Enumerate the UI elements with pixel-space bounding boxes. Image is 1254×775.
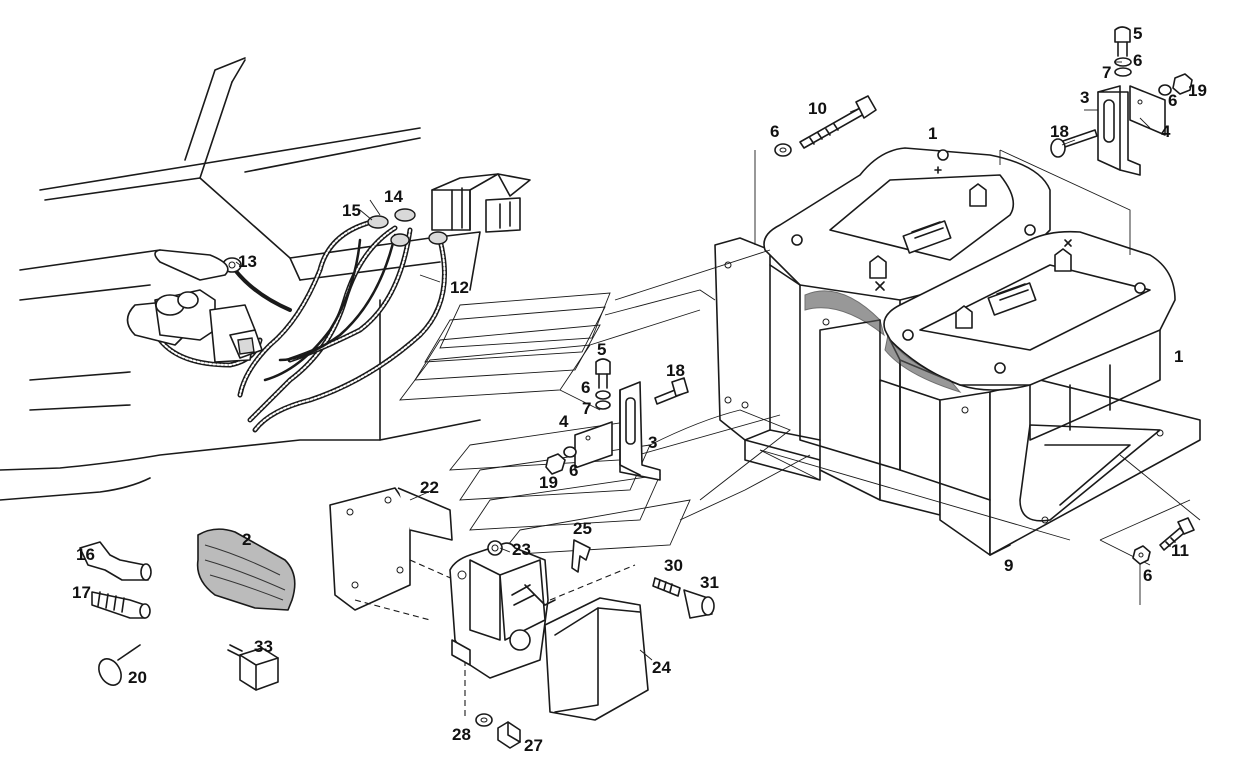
nut-6-bottom [1132, 545, 1151, 565]
callout-33: 33 [254, 637, 273, 656]
callout-31: 31 [700, 573, 719, 592]
callout-6: 6 [1143, 566, 1152, 585]
assembly-guide-lines [409, 559, 456, 581]
assembly-guide-lines [549, 564, 636, 601]
stud-30 [652, 577, 681, 597]
battery-gasket [804, 290, 885, 337]
callout-25: 25 [573, 519, 592, 538]
callout-3: 3 [648, 433, 657, 452]
battery-main-switch-23 [449, 540, 556, 679]
cable-tie-20 [98, 644, 141, 686]
battery-tray [714, 237, 1201, 556]
callout-10: 10 [808, 99, 827, 118]
callout-9: 9 [1004, 556, 1013, 575]
vehicle-frame [0, 57, 531, 501]
callout-7: 7 [582, 399, 591, 418]
callout-17: 17 [72, 583, 91, 602]
callout-3: 3 [1080, 88, 1089, 107]
callout-5: 5 [597, 340, 606, 359]
insulating-cover-2 [196, 528, 296, 611]
callout-6: 6 [1168, 91, 1177, 110]
spacer-33 [227, 644, 279, 691]
callout-6: 6 [1133, 51, 1142, 70]
leader-lines [235, 61, 1151, 661]
callout-1: 1 [928, 124, 937, 143]
callout-22: 22 [420, 478, 439, 497]
callout-28: 28 [452, 725, 471, 744]
callout-1: 1 [1174, 347, 1183, 366]
mounting-plate-22 [329, 487, 453, 611]
battery-gasket [884, 333, 962, 393]
screw-11 [1159, 517, 1195, 551]
callout-6: 6 [770, 122, 779, 141]
assembly-guide-lines [354, 599, 431, 621]
callout-13: 13 [238, 252, 257, 271]
mid-bracket-assembly [545, 358, 689, 481]
callout-4: 4 [1161, 122, 1171, 141]
battery-front [883, 230, 1176, 501]
callout-20: 20 [128, 668, 147, 687]
top-bracket-assembly [1050, 26, 1193, 176]
callout-14: 14 [384, 187, 403, 206]
callout-24: 24 [652, 658, 671, 677]
callout-30: 30 [664, 556, 683, 575]
callout-labels: 1 1 2 3 3 4 4 5 5 6 6 6 6 6 6 7 7 9 10 1… [72, 24, 1207, 755]
callout-6: 6 [581, 378, 590, 397]
switch-cover-24 [544, 597, 649, 721]
callout-6: 6 [569, 461, 578, 480]
callout-27: 27 [524, 736, 543, 755]
callout-7: 7 [1102, 63, 1111, 82]
callout-16: 16 [76, 545, 95, 564]
cable-boot-16 [79, 541, 152, 581]
callout-11: 11 [1171, 541, 1189, 560]
screw-27 [497, 721, 521, 749]
callout-5: 5 [1133, 24, 1142, 43]
callout-19: 19 [539, 473, 558, 492]
callout-23: 23 [512, 540, 531, 559]
callout-19: 19 [1188, 81, 1207, 100]
callout-12: 12 [450, 278, 469, 297]
callout-15: 15 [342, 201, 361, 220]
washer-6-top [774, 143, 792, 157]
sleeve-31 [683, 589, 715, 619]
callout-18: 18 [1050, 122, 1069, 141]
callout-18: 18 [666, 361, 685, 380]
washer-28 [475, 713, 493, 727]
bracket-25 [571, 539, 591, 573]
spring-sleeve-17 [91, 591, 151, 619]
battery-cable-harness [126, 208, 448, 433]
assembly-guide-lines [399, 149, 1201, 605]
callout-4: 4 [559, 412, 569, 431]
callout-2: 2 [242, 530, 251, 549]
bolt-10 [799, 95, 877, 149]
